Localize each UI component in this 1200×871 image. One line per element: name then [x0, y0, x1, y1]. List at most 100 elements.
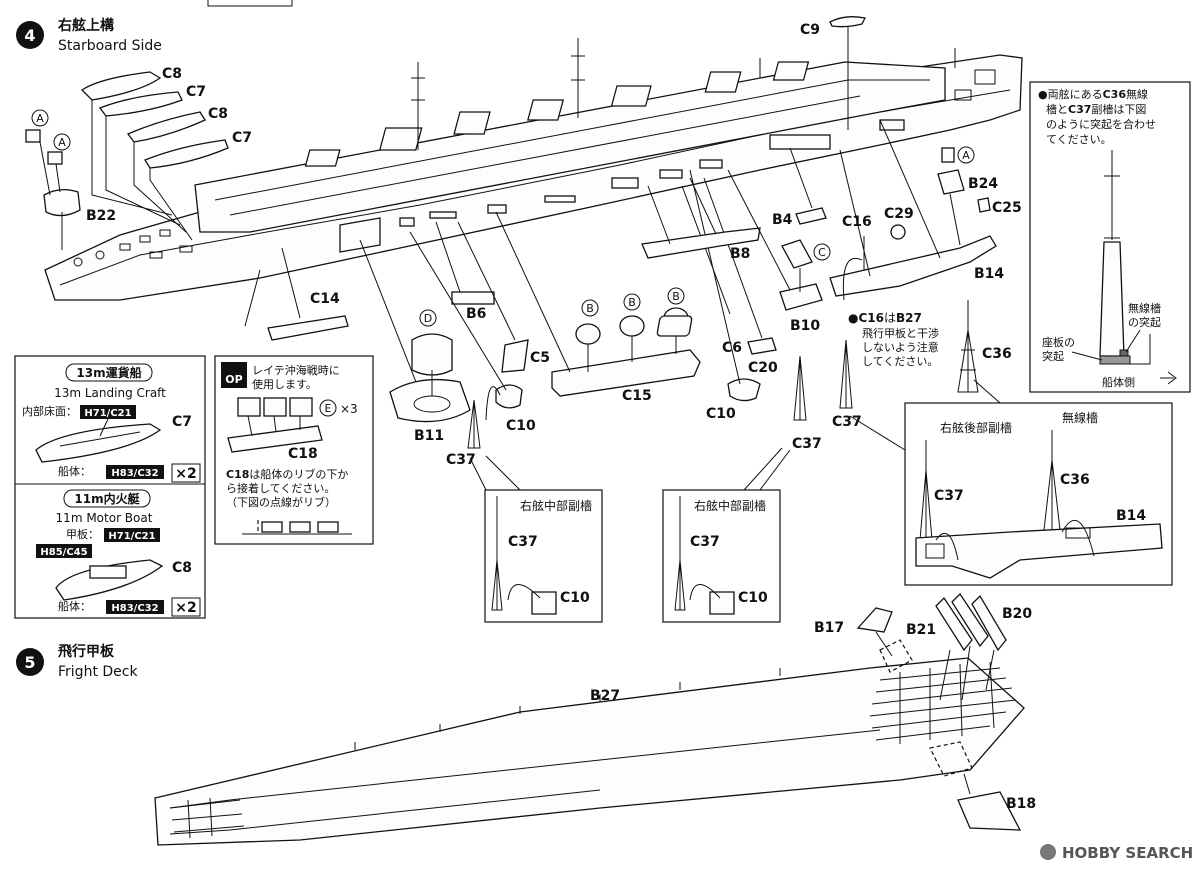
step-4-header: 4 右舷上構 Starboard Side: [16, 17, 162, 54]
part-c29: [890, 224, 906, 240]
op-note-line2: 使用します。: [252, 378, 317, 391]
part-b20-label: B20: [1002, 606, 1032, 622]
part-c20: [747, 337, 777, 355]
step-4-number: 4: [24, 26, 35, 45]
marker-b3: B: [672, 290, 680, 303]
b11-group: D B11: [359, 239, 471, 444]
motor-boat-cabin: [89, 565, 127, 579]
part-d-turret: [411, 333, 453, 376]
part-a-piece-2: [47, 151, 63, 165]
marker-d: D: [424, 312, 432, 325]
op-note-line1: レイテ沖海戦時に: [252, 363, 340, 377]
part-b8: [641, 227, 761, 259]
part-c18: [227, 425, 323, 453]
note-base-plate: [1099, 355, 1131, 365]
deck-grid: [869, 661, 1017, 744]
rear-mast-part-left: C37: [934, 488, 964, 504]
rear-mast-part-right: C36: [1060, 472, 1090, 488]
c36-c37-right: C37 C36: [832, 300, 1012, 430]
part-b22: [43, 188, 81, 217]
note-line1-pre: ●両舷にある: [1038, 87, 1103, 101]
op-mark: OP: [225, 373, 242, 386]
marker-b2: B: [628, 296, 636, 309]
part-b4-label: B4: [772, 212, 793, 228]
part-c8-lower-label: C8: [208, 106, 228, 122]
part-c15: [551, 349, 701, 397]
c14-group: C14: [244, 247, 349, 341]
marker-e: E: [325, 402, 332, 415]
part-c25: [977, 197, 991, 213]
note-mast-callout-2: の突起: [1128, 315, 1161, 329]
part-c29-label: C29: [884, 206, 914, 222]
part-b21-a: [935, 596, 973, 652]
c16-note-part-a: C16: [858, 311, 884, 325]
part-c9: [829, 16, 866, 28]
b14-group: C16 C29 B14 A B24 C25: [829, 119, 1022, 301]
note-line2-pre: 檣と: [1046, 102, 1068, 116]
op-box: OP レイテ沖海戦時に 使用します。 E ×3 C18 C18は船体のリブの下か…: [214, 355, 374, 545]
qty-1: ×2: [175, 466, 196, 482]
rear-mast-box: 右舷後部副檣 無線檣 C37 C36 B14: [904, 402, 1173, 586]
watermark: HOBBY SEARCH: [1040, 844, 1193, 862]
part-c37-right-label: C37: [832, 414, 862, 430]
c16-note-part-b: B27: [896, 311, 922, 325]
b18-dashed-outline: [929, 741, 973, 777]
part-c6: [656, 315, 693, 337]
part-c20-label: C20: [748, 360, 778, 376]
part-c8-upper-label: C8: [162, 66, 182, 82]
part-c37-mid-label: C37: [792, 436, 822, 452]
op-times: ×3: [340, 402, 358, 416]
part-c10-left-label: C10: [506, 418, 536, 434]
part-b21-label: B21: [906, 622, 936, 638]
note-line1-post: 無線: [1126, 87, 1148, 101]
rear-mast-title-right: 無線檣: [1062, 410, 1098, 425]
step-4-title-jp: 右舷上構: [57, 17, 114, 34]
step-4-badge: [16, 21, 44, 49]
note-line1-part: C36: [1103, 88, 1127, 101]
bow-deck-details: [73, 69, 996, 267]
part-c37-left-label: C37: [446, 452, 476, 468]
c16-note-connector: は: [884, 311, 896, 325]
part-b18-label: B18: [1006, 796, 1036, 812]
svg-text:●C16はB27: ●C16はB27: [848, 311, 922, 325]
part-b6-label: B6: [466, 306, 486, 322]
part-b27-label: B27: [590, 688, 620, 704]
note-base-callout-1: 座板の: [1042, 335, 1075, 349]
b6-group: B6: [435, 221, 495, 322]
svg-text:C18は船体のリブの下か: C18は船体のリブの下か: [226, 467, 348, 481]
deck-label: 甲板：: [66, 527, 99, 541]
part-b10: [779, 283, 823, 311]
boat-c7-upper: [98, 91, 183, 117]
mid-mast-left-title: 右舷中部副檣: [520, 498, 592, 513]
note-radio-mast: [1099, 241, 1125, 357]
svg-text:●両舷にあるC36無線: ●両舷にあるC36無線: [1038, 87, 1148, 101]
part-b14: [829, 235, 997, 297]
c5-group: C5: [457, 221, 550, 373]
hull-sponsons: [339, 119, 905, 253]
rib-line1-rest: は船体のリブの下か: [249, 467, 348, 481]
note-line4: てください。: [1046, 133, 1112, 146]
note-hull-side: 船体側: [1102, 375, 1135, 389]
hull-code-2: H83/C32: [111, 603, 158, 614]
c16-note-line2: 飛行甲板と干渉: [862, 326, 939, 340]
c10-left-group: C10 C37: [409, 231, 536, 468]
motor-boat-hull: [55, 559, 164, 601]
c16-note: ●C16はB27 飛行甲板と干渉 しないよう注意 してください。: [848, 311, 939, 368]
top-right-note-box: ●両舷にあるC36無線 檣とC37副檣は下図 のように突起を合わせ てください。…: [1029, 81, 1191, 393]
part-c7-lower-label: C7: [232, 130, 252, 146]
landing-craft-jp: 13m運貨船: [76, 365, 141, 380]
marker-b1: B: [586, 302, 594, 315]
boat-c7-lower: [144, 139, 229, 169]
b4-b8-group: B4 B8: [641, 147, 827, 262]
c16-note-line3: しないよう注意: [862, 340, 939, 354]
part-c5-label: C5: [530, 350, 550, 366]
boat-c8-lower: [126, 111, 206, 143]
top-frame-edge: [207, 0, 293, 7]
part-b4: [795, 207, 827, 225]
part-a-piece-1: [25, 129, 41, 143]
boat-c8-upper: [80, 71, 162, 101]
step-5-header: 5 飛行甲板 Fright Deck: [16, 643, 138, 680]
watermark-brand: HOBBY SEARCH: [1062, 844, 1193, 862]
hull-label-2: 船体：: [58, 599, 91, 613]
part-c5: [501, 339, 529, 373]
